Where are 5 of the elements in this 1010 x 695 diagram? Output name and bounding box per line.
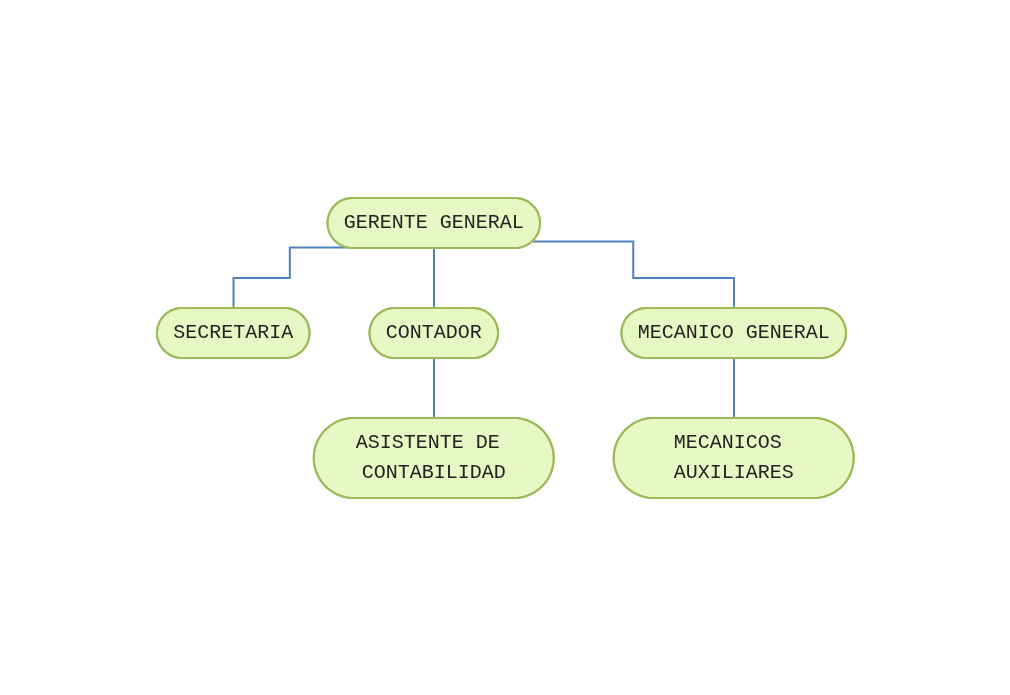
connector bbox=[732, 357, 735, 419]
connector bbox=[531, 240, 735, 309]
connector bbox=[432, 247, 435, 309]
connector bbox=[232, 246, 348, 309]
connector bbox=[432, 357, 435, 419]
